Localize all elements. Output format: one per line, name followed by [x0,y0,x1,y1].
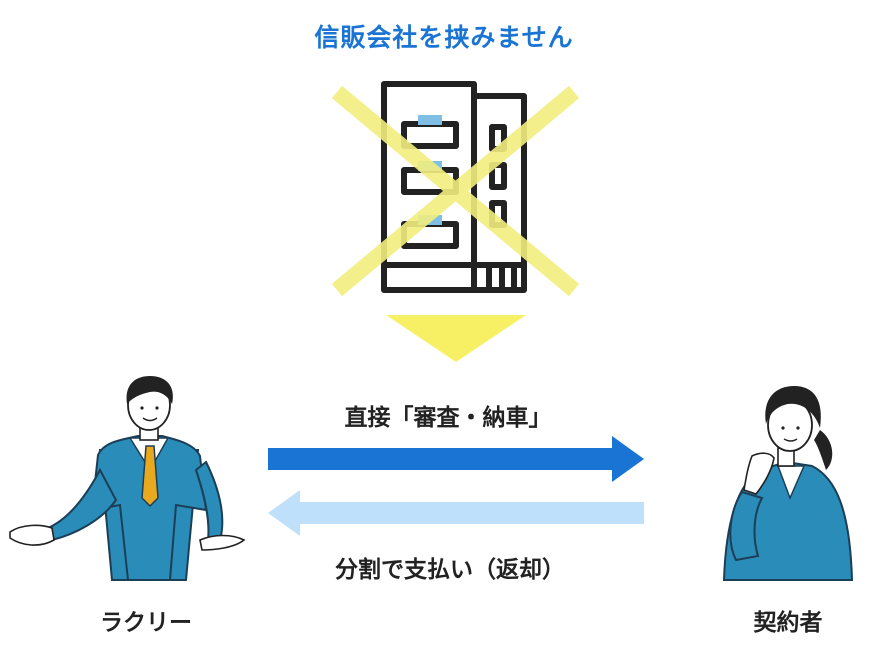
down-arrow-icon [386,315,526,362]
businessman-illustration [9,376,246,581]
direct-review-label: 直接「審査・納車」 [344,405,552,431]
contractor-label: 契約者 [753,610,823,636]
page-title: 信販会社を挟みません [314,23,574,52]
back-arrow [268,490,644,536]
cross-mark-icon [331,85,580,297]
businesswoman-illustration [722,386,854,581]
forward-arrow [268,436,644,482]
rakuri-label: ラクリー [100,610,192,636]
installment-payment-label: 分割で支払い（返却） [335,557,565,583]
